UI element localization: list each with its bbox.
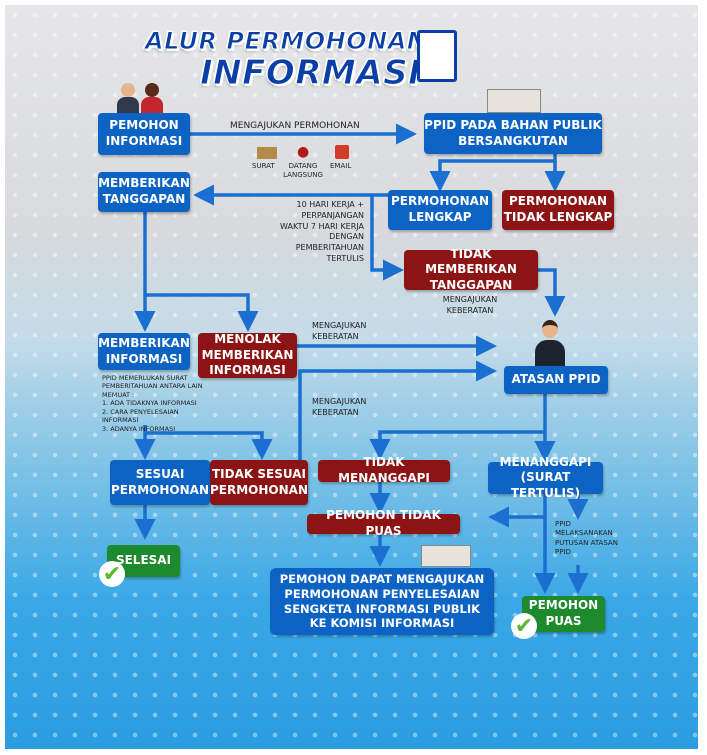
node-sesuai: SESUAI PERMOHONAN: [110, 460, 210, 505]
arrow-to-tidak-menanggapi: [369, 430, 545, 460]
clipboard-icon: [417, 30, 457, 82]
label-keberatan-2: MENGAJUKAN KEBERATAN: [312, 321, 367, 341]
flow-arrows: [134, 123, 589, 594]
arrow-ppid-lengkap: [429, 154, 557, 192]
node-pemohon-informasi: PEMOHON INFORMASI: [98, 113, 190, 155]
node-permohonan-lengkap: PERMOHONAN LENGKAP: [388, 190, 492, 230]
checkmark-icon: ✔: [99, 561, 125, 587]
flowchart-canvas: ALUR PERMOHONAN INFORMASI PEMOHON INFORM…: [5, 5, 698, 749]
node-tidak-puas: PEMOHON TIDAK PUAS: [307, 508, 460, 538]
note-item: 3. ADANYA INFORMASI: [102, 424, 176, 433]
node-menanggapi: MENANGGAPI (SURAT TERTULIS): [488, 455, 603, 500]
title-line2: INFORMASI: [199, 53, 422, 94]
node-memberikan-tanggapan: MEMBERIKAN TANGGAPAN: [98, 172, 190, 212]
label-keberatan-1: MENGAJUKAN KEBERATAN: [442, 295, 498, 315]
node-menolak: MENOLAK MEMBERIKAN INFORMASI: [198, 332, 297, 378]
node-memberikan-informasi: MEMBERIKAN INFORMASI: [98, 333, 190, 370]
label-ppid-note: PPID MEMERLUKAN SURAT PEMBERITAHUAN ANTA…: [102, 374, 212, 433]
node-tidak-sesuai: TIDAK SESUAI PERMOHONAN: [210, 460, 308, 505]
node-tidak-memberikan-tanggapan: TIDAK MEMBERIKAN TANGGAPAN: [404, 247, 538, 292]
node-komisi: PEMOHON DAPAT MENGAJUKAN PERMOHONAN PENY…: [270, 568, 494, 635]
email-icon: [335, 145, 349, 159]
arrow-to-menolak: [145, 293, 259, 332]
label-waktu: 10 HARI KERJA + PERPANJANGAN WAKTU 7 HAR…: [280, 200, 364, 263]
supervisor-icon: [535, 320, 565, 366]
location-pin-icon: ●: [297, 144, 310, 160]
applicants-icon: [117, 83, 165, 113]
arrow-to-tidak-sesuai: [145, 431, 273, 460]
building-icon: [487, 89, 541, 113]
label-surat: SURAT: [252, 162, 275, 170]
arrow-tidak-memberikan-atasan: [538, 268, 566, 317]
note-item: 2. CARA PENYELESAIAN INFORMASI: [102, 407, 179, 425]
title-line1: ALUR PERMOHONAN: [144, 27, 428, 56]
node-ppid: PPID PADA BAHAN PUBLIK BERSANGKUTAN: [424, 113, 602, 154]
label-email: EMAIL: [330, 162, 352, 170]
checkmark-icon: ✔: [511, 613, 537, 639]
letter-icon: [257, 147, 277, 159]
note-item: 1. ADA TIDAKNYA INFORMASI: [102, 399, 197, 408]
label-datang-langsung: DATANG LANGSUNG: [283, 162, 323, 180]
node-permohonan-tidak-lengkap: PERMOHONAN TIDAK LENGKAP: [502, 190, 614, 230]
label-melaksanakan: PPID MELAKSANAKAN PUTUSAN ATASAN PPID: [555, 520, 618, 557]
arrow-to-tidak-memberikan: [370, 195, 404, 281]
node-tidak-menanggapi: TIDAK MENANGGAPI: [318, 455, 450, 485]
building-icon: [421, 545, 471, 567]
label-keberatan-3: MENGAJUKAN KEBERATAN: [312, 397, 367, 417]
node-atasan-ppid: ATASAN PPID: [504, 366, 608, 394]
label-mengajukan-permohonan: MENGAJUKAN PERMOHONAN: [230, 121, 360, 131]
ppid-note-text: PPID MEMERLUKAN SURAT PEMBERITAHUAN ANTA…: [102, 374, 203, 399]
arrow-tidak-sesuai-atasan: [298, 360, 497, 460]
